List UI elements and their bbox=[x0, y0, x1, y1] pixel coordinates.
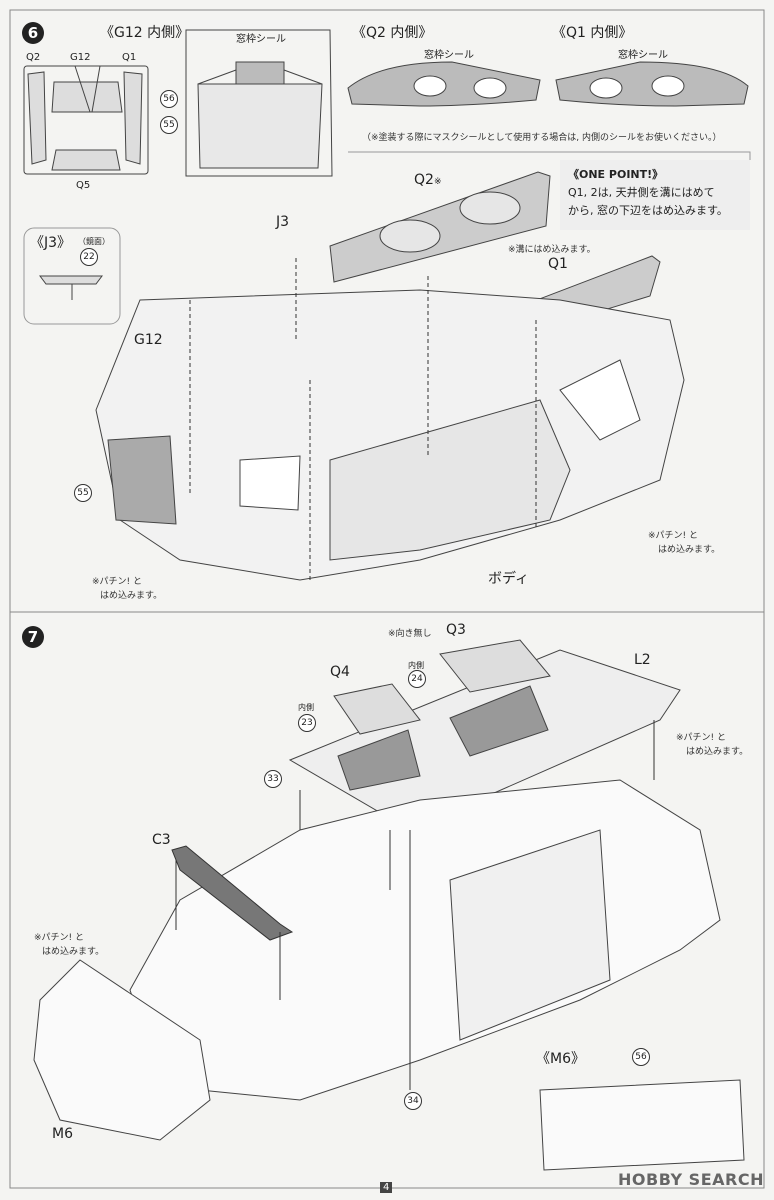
label-l2: L2 bbox=[634, 652, 651, 668]
snap-right-2-step7: はめ込みます。 bbox=[686, 747, 749, 757]
part-34-badge: 34 bbox=[404, 1092, 422, 1110]
part-55-badge-body: 55 bbox=[74, 484, 92, 502]
label-q4: Q4 bbox=[330, 664, 350, 680]
sprue-label-q1: Q1 bbox=[122, 52, 137, 63]
snap-note-right-1: ※パチン! と bbox=[648, 531, 699, 541]
step-6-number: 6 bbox=[22, 22, 44, 44]
m6-bumper bbox=[33, 959, 211, 1141]
part-23-badge: 23 bbox=[298, 714, 316, 732]
van-body-3d bbox=[129, 779, 721, 1101]
window-seal-label-g12: 窓枠シール bbox=[236, 34, 286, 45]
label-m6-detail: 《M6》 bbox=[536, 1051, 585, 1067]
label-m6: M6 bbox=[52, 1126, 73, 1142]
part-56-badge: 56 bbox=[160, 90, 178, 108]
one-point-line-2: から, 窓の下辺をはめ込みます。 bbox=[568, 204, 728, 217]
part-22-badge: 22 bbox=[80, 248, 98, 266]
q4-glass bbox=[333, 683, 421, 735]
j3-mirror-note: （鏡面） bbox=[78, 237, 110, 246]
snap-note-right-2: はめ込みます。 bbox=[658, 545, 721, 555]
groove-note: ※溝にはめ込みます。 bbox=[508, 245, 596, 255]
sprue-label-g12: G12 bbox=[70, 52, 91, 63]
part-24-badge: 24 bbox=[408, 670, 426, 688]
label-q1: Q1 bbox=[548, 256, 568, 272]
part-55-badge: 55 bbox=[160, 116, 178, 134]
q2-window-part bbox=[329, 171, 551, 283]
c3-cowl bbox=[171, 845, 294, 941]
label-q2: Q2※ bbox=[414, 172, 442, 188]
van-body-side bbox=[95, 289, 685, 581]
q2-interior-window bbox=[347, 61, 541, 107]
q3-orientation-note: ※向き無し bbox=[388, 629, 432, 639]
watermark: HOBBY SEARCH bbox=[618, 1170, 764, 1189]
label-q3: Q3 bbox=[446, 622, 466, 638]
m6-detail bbox=[539, 1079, 745, 1171]
snap-note-left-1: ※パチン! と bbox=[92, 577, 143, 587]
step-7-number: 7 bbox=[22, 626, 44, 648]
snap-right-1-step7: ※パチン! と bbox=[676, 733, 727, 743]
q2-interior-title: 《Q2 内側》 bbox=[352, 25, 433, 41]
mask-seal-note: （※塗装する際にマスクシールとして使用する場合は, 内側のシールをお使いください… bbox=[362, 133, 722, 143]
g12-interior bbox=[185, 29, 333, 177]
window-seal-label-q1: 窓枠シール bbox=[618, 50, 668, 61]
label-j3: J3 bbox=[276, 214, 290, 230]
j3-inset-title: 《J3》 bbox=[30, 235, 72, 251]
q3-glass bbox=[439, 639, 551, 693]
label-c3: C3 bbox=[152, 832, 171, 848]
q4-inner-label: 内側 bbox=[298, 703, 314, 712]
part-56-badge-m6: 56 bbox=[632, 1048, 650, 1066]
window-seal-label-q2: 窓枠シール bbox=[424, 50, 474, 61]
q3-inner-label: 内側 bbox=[408, 661, 424, 670]
g12-interior-title: 《G12 内側》 bbox=[100, 25, 190, 41]
q1-interior-window bbox=[555, 61, 749, 107]
q1-interior-title: 《Q1 内側》 bbox=[552, 25, 633, 41]
sprue-label-q2: Q2 bbox=[26, 52, 41, 63]
label-g12: G12 bbox=[134, 332, 163, 348]
snap-left-2-step7: はめ込みます。 bbox=[42, 947, 105, 957]
label-body: ボディ bbox=[488, 571, 530, 587]
one-point-line-1: Q1, 2は, 天井側を溝にはめて bbox=[568, 186, 715, 199]
snap-left-1-step7: ※パチン! と bbox=[34, 933, 85, 943]
part-33-badge: 33 bbox=[264, 770, 282, 788]
one-point-title: 《ONE POINT!》 bbox=[568, 168, 664, 181]
page-number: 4 bbox=[380, 1182, 393, 1193]
sprue-label-q5: Q5 bbox=[76, 180, 91, 191]
clear-parts-sprue bbox=[23, 65, 149, 175]
snap-note-left-2: はめ込みます。 bbox=[100, 591, 163, 601]
